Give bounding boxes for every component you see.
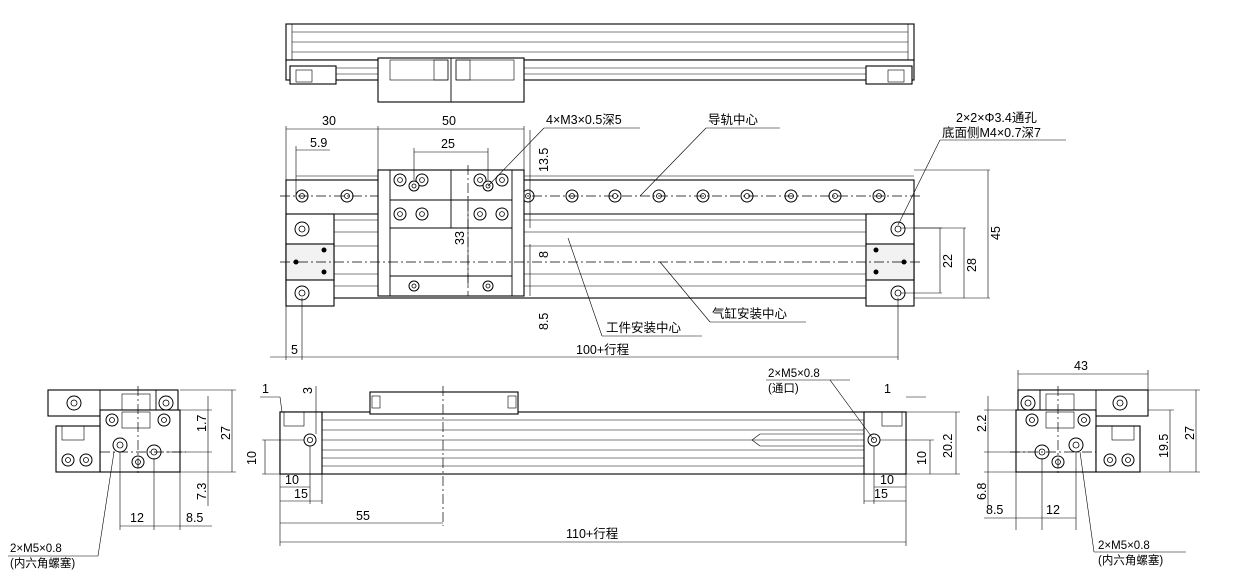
dim-55: 55	[356, 509, 370, 523]
dim-15-right: 15	[874, 487, 888, 501]
dim-110-stroke: 110+行程	[566, 526, 619, 541]
note-rail-center: 导轨中心	[708, 112, 759, 127]
dim-27-right: 27	[1183, 426, 1197, 440]
note-plug-right-line1: 2×M5×0.8	[1098, 540, 1150, 552]
note-thru-hole-2: 底面侧M4×0.7深7	[942, 125, 1041, 140]
dim-12-left: 12	[130, 511, 144, 525]
top-side-view	[285, 23, 915, 103]
note-plug-left-line1: 2×M5×0.8	[10, 543, 62, 555]
dim-20-2: 20.2	[941, 434, 955, 458]
plan-dimensions	[270, 126, 1066, 360]
note-port-line2: (通口)	[768, 382, 799, 395]
dim-8-5-vertical: 8.5	[537, 313, 551, 330]
dim-30: 30	[322, 114, 336, 128]
note-port-line1: 2×M5×0.8	[768, 368, 820, 380]
dim-1-right: 1	[884, 382, 891, 396]
dim-43: 43	[1074, 359, 1088, 373]
dim-6-8: 6.8	[975, 483, 989, 500]
dim-2-2: 2.2	[975, 415, 989, 432]
dim-100-stroke: 100+行程	[576, 342, 630, 357]
plan-view	[280, 165, 920, 307]
dim-50: 50	[442, 114, 456, 128]
dim-12-right: 12	[1046, 503, 1060, 517]
dim-10-bottom-right: 10	[880, 473, 894, 487]
dim-22: 22	[941, 254, 955, 268]
plan-dimension-labels: 30 50 5.9 25 13.5 33 8 8.5 45 28 22 5 10…	[291, 111, 1041, 357]
dim-5: 5	[291, 343, 298, 357]
right-end-view	[1010, 386, 1149, 476]
dim-5-9: 5.9	[310, 136, 327, 150]
right-end-dimensions	[984, 370, 1200, 553]
note-cylinder-center: 气缸安装中心	[712, 306, 788, 321]
note-thru-hole-1: 2×2×Φ3.4通孔	[956, 111, 1037, 125]
dim-28: 28	[965, 258, 979, 272]
note-work-center: 工件安装中心	[606, 320, 682, 335]
dim-10-left: 10	[245, 451, 259, 465]
dim-45: 45	[989, 226, 1003, 240]
right-end-dimension-labels: 43 2.2 6.8 19.5 27 8.5 12 2×M5×0.8 (内六角螺…	[975, 359, 1197, 567]
dim-25: 25	[441, 137, 455, 151]
left-end-dimension-labels: 1.7 27 7.3 12 8.5 2×M5×0.8 (内六角螺塞)	[10, 415, 233, 570]
dim-19-5: 19.5	[1157, 434, 1171, 458]
dim-15-left: 15	[294, 487, 308, 501]
left-end-dimensions	[8, 389, 236, 557]
front-dimensions	[260, 379, 960, 546]
dim-33: 33	[453, 231, 467, 245]
dim-27-left: 27	[219, 426, 233, 440]
note-plug-right-line2: (内六角螺塞)	[1098, 553, 1163, 567]
dim-7-3: 7.3	[195, 483, 209, 500]
note-plug-left-line2: (内六角螺塞)	[10, 556, 75, 570]
dim-3: 3	[301, 387, 315, 394]
dim-8: 8	[537, 251, 551, 258]
dim-1-left: 1	[262, 382, 269, 396]
dim-8-5-left: 8.5	[186, 511, 203, 525]
dim-1-7: 1.7	[195, 415, 209, 432]
dim-13-5: 13.5	[537, 148, 551, 172]
dim-10-right: 10	[915, 451, 929, 465]
front-dimension-labels: 1 3 10 10 15 55 110+行程 1 10 20.2 10 15 2…	[245, 368, 955, 541]
dim-10-bottom-left: 10	[285, 473, 299, 487]
left-end-view	[47, 386, 186, 476]
note-4xm3: 4×M3×0.5深5	[546, 113, 622, 127]
dim-8-5-right: 8.5	[986, 503, 1003, 517]
front-elevation	[279, 386, 907, 526]
